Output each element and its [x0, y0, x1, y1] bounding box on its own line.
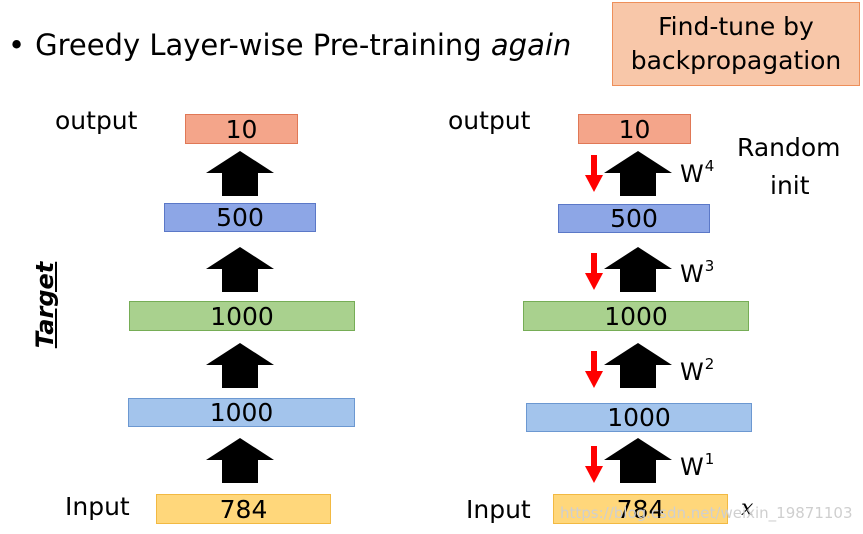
- left-layer-hidden-1000-upper: 1000: [129, 301, 355, 331]
- backprop-down-arrow-1: [585, 446, 603, 483]
- left-layer-input-784: 784: [156, 494, 331, 524]
- right-up-arrow-3: [604, 247, 672, 292]
- right-input-label: Input: [466, 495, 531, 524]
- right-output-label: output: [448, 106, 531, 135]
- bullet-point: •: [8, 28, 26, 62]
- right-layer-hidden-500: 500: [558, 204, 710, 233]
- left-up-arrow-1: [206, 438, 274, 483]
- left-up-arrow-4: [206, 151, 274, 196]
- random-init-line-2: init: [770, 171, 810, 200]
- watermark: https://blog.csdn.net/weixin_19871103: [560, 504, 853, 522]
- callout-line-1: Find-tune by: [658, 12, 814, 41]
- left-up-arrow-2: [206, 343, 274, 388]
- random-init-line-1: Random: [737, 133, 841, 162]
- title-main-text: Greedy Layer-wise Pre-training: [35, 28, 491, 62]
- input-variable-x: x: [741, 496, 754, 521]
- target-label: Target: [31, 261, 59, 349]
- title-emphasis: again: [490, 28, 572, 62]
- right-layer-hidden-1000-upper: 1000: [523, 301, 749, 331]
- backprop-down-arrow-4: [585, 155, 603, 192]
- backprop-down-arrow-2: [585, 351, 603, 388]
- right-up-arrow-4: [604, 151, 672, 196]
- right-layer-hidden-1000-lower: 1000: [526, 403, 752, 432]
- left-layer-hidden-500: 500: [164, 203, 316, 232]
- left-layer-hidden-1000-lower: 1000: [128, 398, 355, 427]
- left-layer-output-10: 10: [185, 114, 298, 144]
- right-up-arrow-1: [604, 438, 672, 483]
- right-up-arrow-2: [604, 343, 672, 388]
- right-layer-input-784: 784: [553, 494, 728, 524]
- weight-label-w3: W3: [680, 257, 715, 288]
- finetune-callout-box: Find-tune by backpropagation: [612, 2, 860, 86]
- left-output-label: output: [55, 106, 138, 135]
- weight-label-w4: W4: [680, 157, 715, 188]
- left-input-label: Input: [65, 492, 130, 521]
- slide-title: • Greedy Layer-wise Pre-training again: [8, 28, 571, 62]
- left-up-arrow-3: [206, 247, 274, 292]
- callout-line-2: backpropagation: [630, 46, 842, 75]
- weight-label-w2: W2: [680, 355, 715, 386]
- weight-label-w1: W1: [680, 450, 715, 481]
- right-layer-output-10: 10: [578, 114, 691, 144]
- backprop-down-arrow-3: [585, 253, 603, 290]
